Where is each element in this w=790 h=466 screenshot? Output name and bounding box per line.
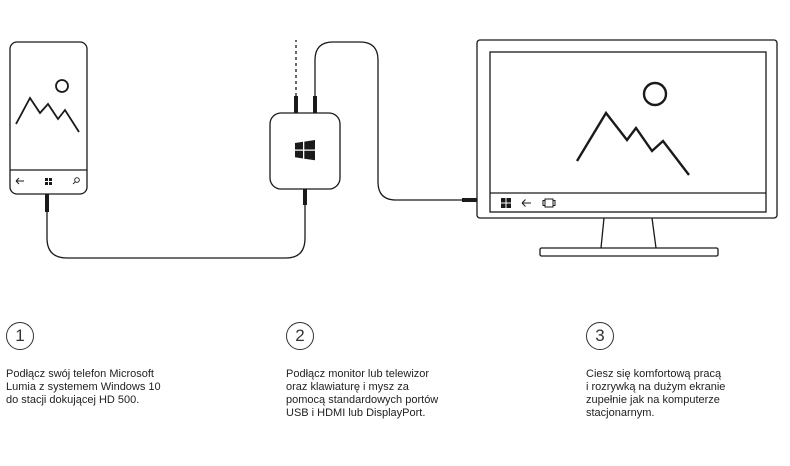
windows-logo-icon [501, 198, 511, 208]
step-number-badge: 3 [586, 322, 614, 350]
search-icon [72, 177, 80, 185]
dock-connector-left [294, 96, 298, 113]
windows-logo-icon [45, 178, 52, 185]
windows-logo-icon [295, 140, 315, 161]
phone-to-dock-cable [46, 204, 306, 259]
dock-usb-connector-bottom [303, 189, 307, 205]
monitor [476, 39, 778, 257]
dock-to-monitor-cable [314, 41, 474, 201]
phone [9, 41, 88, 195]
step-1: 1 Podłącz swój telefon Microsoft Lumia z… [6, 322, 206, 407]
phone-body [9, 41, 88, 195]
monitor-bezel [476, 39, 778, 219]
monitor-base [539, 247, 719, 257]
dock-connector-right [313, 96, 317, 113]
phone-nav-bar [15, 177, 80, 185]
monitor-connector [462, 198, 477, 202]
monitor-taskbar [501, 198, 556, 208]
dock [269, 112, 341, 190]
step-description: Ciesz się komfortową pracą i rozrywką na… [586, 368, 726, 419]
step-description: Podłącz monitor lub telewizor oraz klawi… [286, 368, 439, 419]
step-description: Podłącz swój telefon Microsoft Lumia z s… [6, 368, 161, 406]
landscape-image-icon [575, 81, 690, 176]
step-number-badge: 1 [6, 322, 34, 350]
dock-body [269, 112, 341, 190]
cables [46, 40, 474, 259]
monitor-stand [539, 217, 719, 257]
phone-usb-connector [45, 194, 49, 212]
monitor-screen [489, 51, 767, 213]
step-3: 3 Ciesz się komfortową pracą i rozrywką … [586, 322, 786, 420]
step-number-badge: 2 [286, 322, 314, 350]
task-view-icon [542, 198, 556, 208]
back-arrow-icon [521, 199, 531, 207]
connection-diagram [9, 39, 778, 259]
back-arrow-icon [15, 177, 24, 185]
connectors [45, 96, 477, 212]
step-2: 2 Podłącz monitor lub telewizor oraz kla… [286, 322, 486, 420]
landscape-image-icon [15, 79, 80, 133]
